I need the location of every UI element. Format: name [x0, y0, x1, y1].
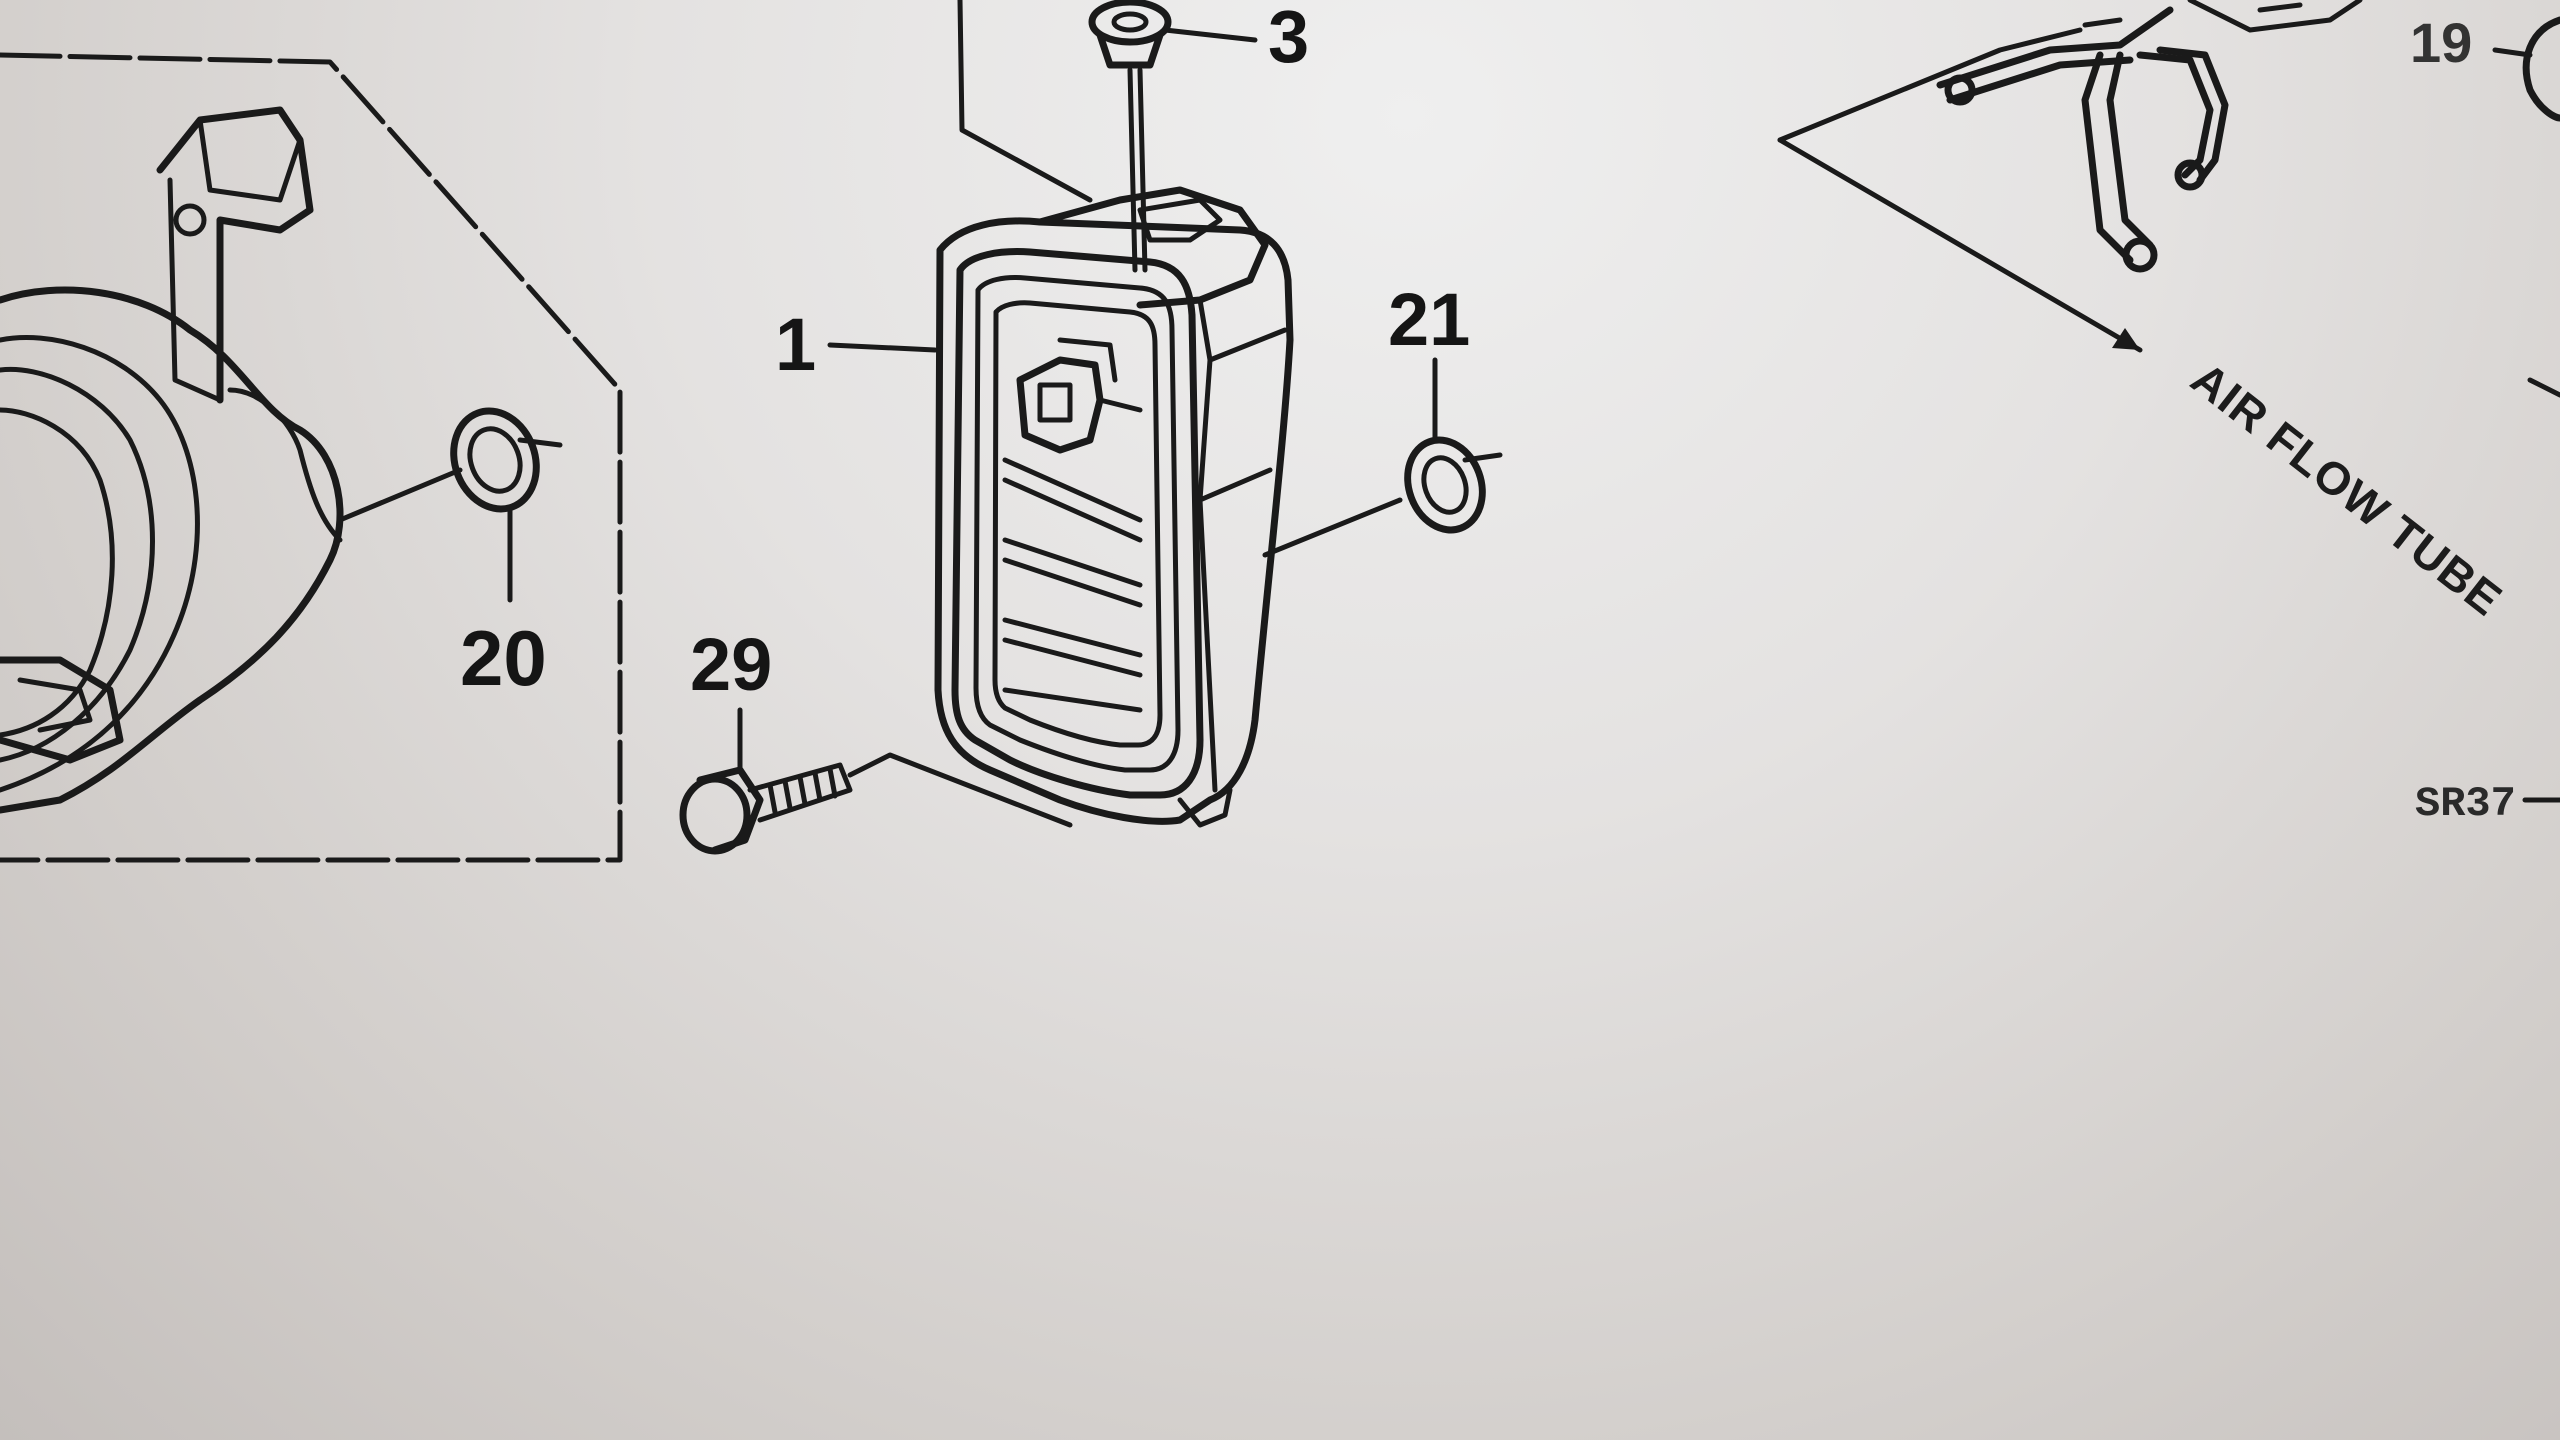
air-flow-tube-label: AIR FLOW TUBE — [2182, 352, 2512, 626]
left-housing-assembly — [0, 52, 623, 863]
left-housing-body — [0, 286, 344, 814]
part-1-filter-box — [934, 186, 1403, 828]
air-flow-tube-assembly — [1777, 0, 2560, 398]
tube-arrow-line — [1777, 137, 2143, 353]
washer-20 — [450, 407, 563, 603]
figure-code-label: SR37 — [2415, 780, 2516, 828]
subview-border — [0, 52, 623, 863]
callout-20: 20 — [460, 614, 547, 702]
mounting-bracket — [156, 106, 314, 404]
callout-21: 21 — [1388, 278, 1470, 361]
bolt-29 — [679, 707, 1073, 855]
callout-29: 29 — [690, 623, 772, 706]
part-3-grommet — [957, 0, 1258, 273]
callout-1: 1 — [775, 303, 816, 386]
washer-21 — [1404, 357, 1503, 534]
callout-19: 19 — [2410, 11, 2472, 74]
callout-3: 3 — [1268, 0, 1309, 78]
